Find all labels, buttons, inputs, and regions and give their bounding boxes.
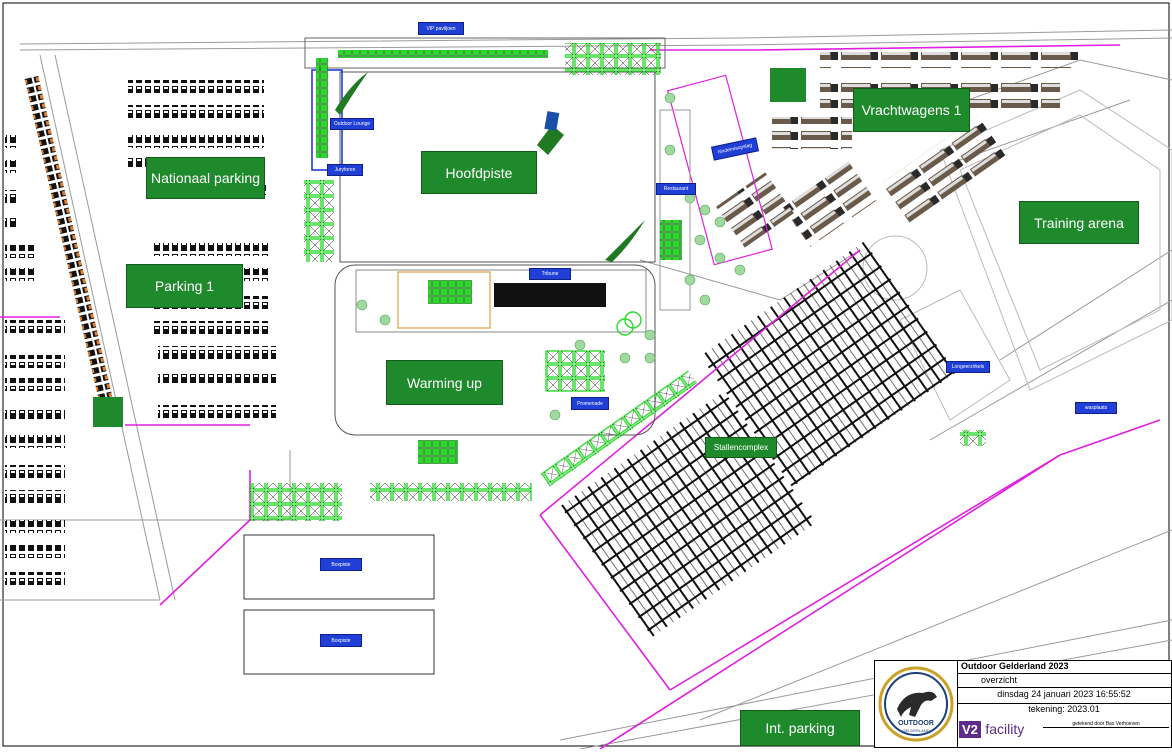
label-vip-paviljoen: VIP paviljoen (418, 22, 464, 35)
label-boxpiste-2: Boxpiste (320, 634, 362, 647)
drawn-by: getekend door Bas Verhoeven (1043, 721, 1169, 728)
parking-rows (5, 74, 276, 585)
label-stallencomplex: Stallencomplex (705, 437, 777, 458)
label-jurytoren: Jurytoren (327, 164, 363, 176)
logo-subtext: GELDERLAND (902, 728, 929, 733)
drawing-number: tekening: 2023.01 (1028, 704, 1100, 714)
company-block: V2 facility getekend door Bas Verhoeven (957, 719, 1171, 747)
label-wasplaats: wasplaats (1075, 402, 1117, 414)
label-tribune: Tribune (529, 268, 571, 280)
label-promenade: Promenade (571, 397, 609, 410)
logo-text: OUTDOOR (898, 720, 934, 727)
zone-training-arena: Training arena (1019, 201, 1139, 244)
outdoor-gelderland-logo: OUTDOOR GELDERLAND (875, 661, 958, 747)
label-restaurant: Restaurant (656, 183, 696, 195)
event-title: Outdoor Gelderland 2023 (957, 661, 1171, 674)
company-name: facility (985, 721, 1025, 737)
label-boxpiste-1: Boxpiste (320, 558, 362, 571)
drawing-date: dinsdag 24 januari 2023 16:55:52 (957, 689, 1171, 704)
zone-nationaal-parking: Nationaal parking (146, 157, 265, 199)
zone-int-parking: Int. parking (740, 710, 860, 746)
parking-signs (93, 68, 806, 427)
zone-vrachtwagens-1: Vrachtwagens 1 (853, 88, 970, 132)
venue-grounds (243, 37, 774, 675)
company-prefix: V2 (959, 721, 981, 738)
v2-logo: V2 facility (959, 721, 1039, 743)
trees (356, 92, 746, 421)
title-block: OUTDOOR GELDERLAND Outdoor Gelderland 20… (874, 660, 1172, 748)
label-longeerzirkels: Longeerzirkels (946, 361, 990, 373)
booth-rows (250, 43, 986, 521)
hedges (335, 72, 645, 262)
zone-parking-1: Parking 1 (126, 264, 243, 308)
label-outdoor-lounge: Outdoor Lounge (330, 118, 374, 130)
drawing-subtitle: overzicht (957, 675, 1171, 688)
zone-warming-up: Warming up (386, 360, 503, 405)
zone-hoofdpiste: Hoofdpiste (421, 151, 537, 194)
big-screen (544, 111, 560, 131)
